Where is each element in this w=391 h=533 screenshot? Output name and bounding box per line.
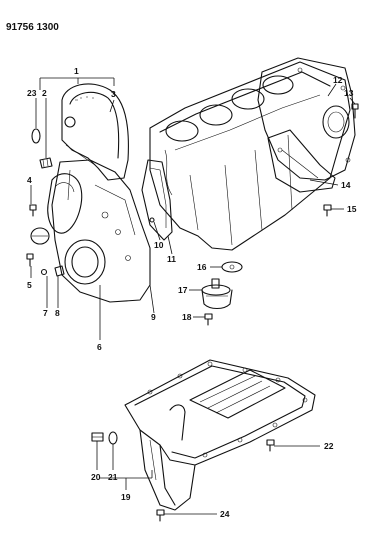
oil-pan: [124, 359, 316, 511]
callout-24: 24: [220, 509, 230, 519]
gasket-16: [221, 261, 243, 273]
callout-10: 10: [154, 240, 164, 250]
callout-9: 9: [151, 312, 156, 322]
lower-timing-cover: [51, 159, 151, 303]
callout-16: 16: [197, 262, 207, 272]
callout-23: 23: [27, 88, 37, 98]
callout-13: 13: [344, 88, 354, 98]
part-7-8: [40, 265, 65, 277]
belt-tensioner: [30, 173, 83, 245]
bolt-22: [266, 439, 275, 452]
callout-3: 3: [111, 89, 116, 99]
upper-timing-cover: [61, 83, 129, 181]
callout-8: 8: [55, 308, 60, 318]
seal-23: [31, 128, 41, 144]
callout-labels: 1 2 3 23 4 5 7 8 6 9 10 11 12 13 14 15 1…: [27, 66, 357, 519]
callout-6: 6: [97, 342, 102, 352]
callout-19: 19: [121, 492, 131, 502]
callout-2: 2: [42, 88, 47, 98]
engine-block: [149, 57, 356, 251]
callout-22: 22: [324, 441, 334, 451]
bolt-18: [204, 313, 213, 326]
drain-plug-20: [91, 432, 104, 442]
callout-4: 4: [27, 175, 32, 185]
bolt-4: [29, 204, 37, 217]
callout-11: 11: [167, 254, 176, 264]
callout-20: 20: [91, 472, 101, 482]
gasket-21: [108, 431, 118, 445]
bolt-15: [323, 204, 332, 217]
cover-gasket: [141, 159, 173, 241]
callout-15: 15: [347, 204, 357, 214]
diagram-code: 91756 1300: [6, 22, 59, 33]
callout-7: 7: [43, 308, 48, 318]
bolt-5: [26, 253, 34, 267]
part-2: [39, 157, 53, 169]
callout-14: 14: [341, 180, 351, 190]
callout-1: 1: [74, 66, 79, 76]
callout-18: 18: [182, 312, 192, 322]
leader-lines: [30, 77, 356, 515]
callout-17: 17: [178, 285, 188, 295]
oil-filter-17: [201, 278, 233, 310]
callout-12: 12: [333, 75, 343, 85]
callout-5: 5: [27, 280, 32, 290]
bolt-24: [156, 509, 165, 522]
callout-21: 21: [108, 472, 118, 482]
